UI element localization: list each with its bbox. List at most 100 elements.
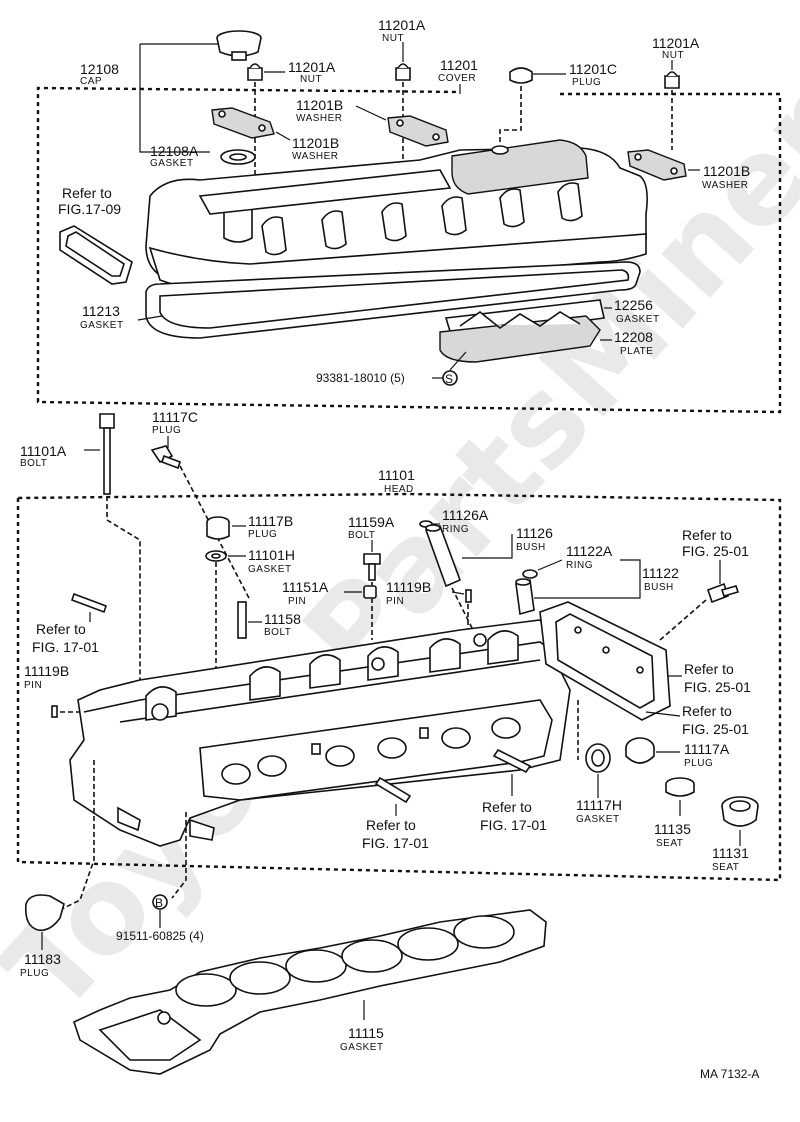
label-11122A: 11122A RING — [566, 543, 613, 571]
label-12108A: 12108A GASKET — [150, 143, 199, 169]
svg-text:11115: 11115 — [348, 1025, 384, 1041]
svg-text:Refer to: Refer to — [682, 527, 732, 543]
ref-fig-17-01-right[interactable]: Refer to FIG. 17-01 — [480, 799, 547, 833]
label-11122: 11122 BUSH — [642, 565, 679, 593]
svg-text:PIN: PIN — [24, 680, 42, 691]
label-11183: 11183 PLUG — [20, 951, 61, 979]
svg-text:11117C: 11117C — [152, 409, 198, 425]
svg-text:CAP: CAP — [80, 76, 102, 87]
small-gasket-icon — [59, 225, 133, 285]
svg-text:11201B: 11201B — [292, 135, 339, 151]
washer-bracket-icon — [627, 149, 687, 181]
svg-text:11119B: 11119B — [24, 663, 69, 679]
figure-code: MA 7132-A — [700, 1067, 759, 1081]
svg-text:11158: 11158 — [264, 611, 301, 627]
svg-text:11101: 11101 — [378, 467, 415, 483]
head-bolt-icon — [99, 413, 115, 495]
label-11201B-center: 11201B WASHER — [296, 97, 343, 124]
ring-icon — [522, 569, 538, 579]
svg-text:NUT: NUT — [662, 50, 684, 61]
svg-text:11201A: 11201A — [378, 17, 426, 33]
label-11117H: 11117H GASKET — [576, 797, 622, 825]
svg-text:SEAT: SEAT — [656, 838, 683, 849]
svg-text:FIG. 17-01: FIG. 17-01 — [480, 817, 547, 833]
svg-text:PLUG: PLUG — [152, 425, 181, 436]
svg-text:NUT: NUT — [382, 33, 404, 44]
ref-fig-25-01-top[interactable]: Refer to FIG. 25-01 — [682, 527, 749, 559]
svg-text:11201C: 11201C — [569, 61, 617, 77]
svg-text:RING: RING — [566, 560, 593, 571]
label-11201B-right: 11201B WASHER — [702, 163, 750, 191]
svg-text:RING: RING — [442, 524, 469, 535]
svg-text:11119B: 11119B — [386, 579, 431, 595]
stud-bolt-icon — [237, 601, 247, 639]
svg-text:BOLT: BOLT — [264, 627, 291, 638]
head-gasket-icon — [73, 909, 547, 1075]
ref-fig-25-01-low[interactable]: Refer to FIG. 25-01 — [682, 703, 749, 737]
label-11117B: 11117B PLUG — [248, 513, 293, 540]
label-11117C: 11117C PLUG — [152, 409, 198, 436]
baffle-plate-icon — [439, 311, 601, 363]
nut-icon — [395, 63, 411, 81]
ref-fig-17-01-left[interactable]: Refer to FIG. 17-01 — [32, 621, 99, 655]
label-11131: 11131 SEAT — [712, 845, 749, 873]
label-11201B-left: 11201B WASHER — [292, 135, 339, 162]
svg-text:11126: 11126 — [516, 525, 553, 541]
svg-text:GASKET: GASKET — [616, 314, 660, 325]
label-11115: 11115 GASKET — [340, 1025, 384, 1053]
washer-bracket-icon — [211, 107, 275, 139]
svg-text:Refer to: Refer to — [62, 185, 112, 201]
svg-text:FIG.17-09: FIG.17-09 — [58, 201, 121, 217]
svg-text:12108: 12108 — [80, 61, 119, 77]
label-11158: 11158 BOLT — [264, 611, 301, 638]
svg-text:PLUG: PLUG — [684, 758, 713, 769]
label-11135: 11135 SEAT — [654, 821, 691, 849]
svg-text:91511-60825 (4): 91511-60825 (4) — [116, 929, 204, 943]
stud-icon — [374, 776, 412, 804]
cylinder-head-icon — [69, 619, 571, 847]
oil-filler-cap-icon — [216, 30, 262, 61]
label-11119B-left: 11119B PIN — [24, 663, 69, 691]
svg-text:11126A: 11126A — [442, 507, 489, 523]
svg-text:11201B: 11201B — [703, 163, 750, 179]
label-11201A-top: 11201A NUT — [378, 17, 426, 44]
gasket-ring-icon — [205, 550, 227, 562]
valve-seat-icon — [721, 796, 759, 827]
svg-text:WASHER: WASHER — [292, 151, 339, 162]
svg-text:11122: 11122 — [642, 565, 679, 581]
bush-icon — [424, 524, 462, 588]
svg-text:12208: 12208 — [614, 329, 653, 345]
label-11126: 11126 BUSH — [516, 525, 553, 553]
label-11201C: 11201C PLUG — [569, 61, 617, 88]
label-11151A: 11151A PIN — [282, 579, 329, 607]
svg-text:BUSH: BUSH — [516, 542, 546, 553]
svg-text:PIN: PIN — [386, 596, 404, 607]
label-11159A: 11159A BOLT — [348, 514, 395, 541]
ref-fig-17-09[interactable]: Refer to FIG.17-09 — [58, 185, 121, 217]
label-11201: 11201 COVER — [438, 57, 478, 84]
ref-fig-17-01-center[interactable]: Refer to FIG. 17-01 — [362, 817, 429, 851]
ref-fig-25-01-mid[interactable]: Refer to FIG. 25-01 — [684, 661, 751, 695]
svg-text:BOLT: BOLT — [348, 530, 375, 541]
nut-icon — [247, 63, 263, 81]
svg-text:PIN: PIN — [288, 596, 306, 607]
svg-text:PLUG: PLUG — [20, 968, 49, 979]
watermark: ToyotaPartsMiner.ru — [0, 0, 800, 1039]
svg-text:12256: 12256 — [614, 297, 653, 313]
svg-text:NUT: NUT — [300, 74, 322, 85]
svg-text:B: B — [155, 896, 163, 910]
label-11201A-right: 11201A NUT — [652, 35, 700, 61]
svg-text:COVER: COVER — [438, 73, 476, 84]
svg-text:PLATE: PLATE — [620, 346, 653, 357]
svg-text:HEAD: HEAD — [384, 484, 414, 495]
plug-icon — [509, 67, 533, 84]
svg-text:PLUG: PLUG — [248, 529, 277, 540]
bolt-icon — [363, 553, 381, 581]
svg-text:S: S — [445, 372, 453, 386]
svg-text:11117B: 11117B — [248, 513, 293, 529]
svg-text:11201A: 11201A — [288, 59, 336, 75]
svg-text:FIG. 25-01: FIG. 25-01 — [682, 721, 749, 737]
label-11119B-center: 11119B PIN — [386, 579, 431, 607]
svg-text:11201: 11201 — [440, 57, 478, 73]
